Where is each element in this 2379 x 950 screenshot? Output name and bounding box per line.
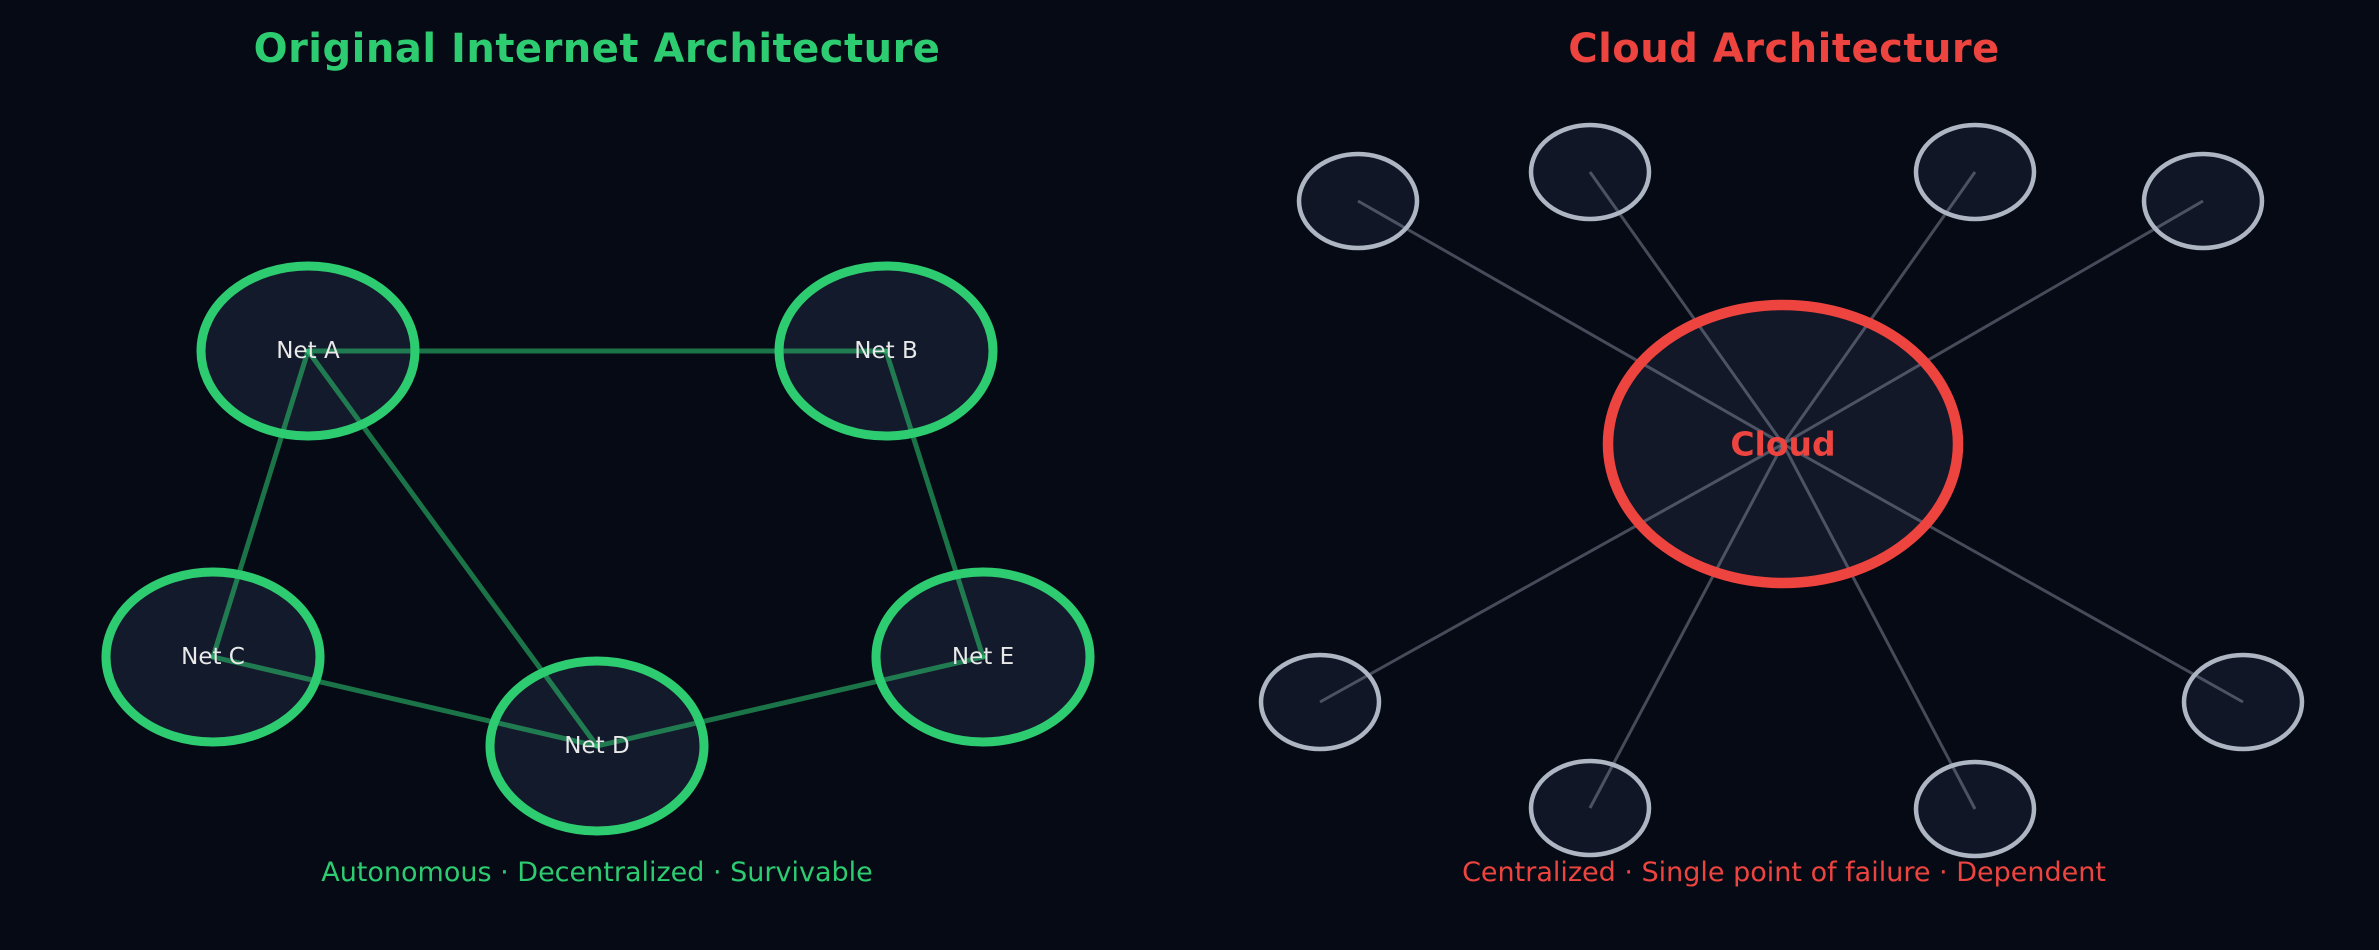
satellite-node-ring-4 bbox=[2141, 151, 2265, 251]
edge-net-b-net-e bbox=[883, 348, 986, 660]
node-label-net-c: Net C bbox=[181, 644, 245, 670]
cloud-hub-fill bbox=[1608, 305, 1958, 583]
satellite-node-ring-8 bbox=[2181, 652, 2305, 752]
satellite-node-ring-5 bbox=[1258, 652, 1382, 752]
spoke-7 bbox=[1781, 443, 1977, 810]
satellite-node-ring-2 bbox=[1528, 122, 1652, 222]
satellite-node-fill-1 bbox=[1299, 154, 1417, 248]
edge-net-a-net-d bbox=[305, 348, 600, 749]
satellite-node-fill-2 bbox=[1531, 125, 1649, 219]
node-label-net-b: Net B bbox=[854, 338, 917, 364]
right-panel-title: Cloud Architecture bbox=[1568, 26, 2000, 72]
spoke-6 bbox=[1588, 443, 1785, 809]
network-node-ring-net-b bbox=[774, 261, 998, 441]
satellite-node-fill-5 bbox=[1261, 655, 1379, 749]
satellite-node-fill-3 bbox=[1916, 125, 2034, 219]
edge-net-d-net-e bbox=[594, 654, 986, 749]
edge-net-c-net-d bbox=[210, 654, 600, 749]
node-label-net-d: Net D bbox=[564, 733, 629, 759]
spoke-8 bbox=[1782, 442, 2244, 704]
network-node-ring-net-e bbox=[871, 567, 1095, 747]
cloud-hub-ring bbox=[1602, 299, 1964, 589]
left-panel-caption: Autonomous · Decentralized · Survivable bbox=[321, 857, 873, 888]
node-label-net-e: Net E bbox=[952, 644, 1014, 670]
satellite-node-fill-6 bbox=[1531, 761, 1649, 855]
spoke-1 bbox=[1357, 199, 1784, 446]
satellite-node-ring-7 bbox=[1913, 759, 2037, 859]
network-node-ring-net-d bbox=[485, 656, 709, 836]
network-node-ring-net-c bbox=[101, 567, 325, 747]
spoke-3 bbox=[1781, 171, 1977, 445]
satellite-node-fill-7 bbox=[1916, 762, 2034, 856]
edge-net-a-net-c bbox=[210, 348, 311, 660]
satellite-node-ring-6 bbox=[1528, 758, 1652, 858]
cloud-hub-label: Cloud bbox=[1730, 425, 1835, 464]
network-node-ring-net-a bbox=[196, 261, 420, 441]
spoke-2 bbox=[1588, 171, 1785, 445]
left-panel-title: Original Internet Architecture bbox=[253, 26, 941, 72]
right-panel-caption: Centralized · Single point of failure · … bbox=[1462, 857, 2106, 888]
spoke-5 bbox=[1319, 442, 1784, 704]
satellite-node-ring-3 bbox=[1913, 122, 2037, 222]
spoke-4 bbox=[1782, 199, 2204, 446]
satellite-node-fill-8 bbox=[2184, 655, 2302, 749]
node-label-net-a: Net A bbox=[276, 338, 340, 364]
satellite-node-fill-4 bbox=[2144, 154, 2262, 248]
satellite-node-ring-1 bbox=[1296, 151, 1420, 251]
